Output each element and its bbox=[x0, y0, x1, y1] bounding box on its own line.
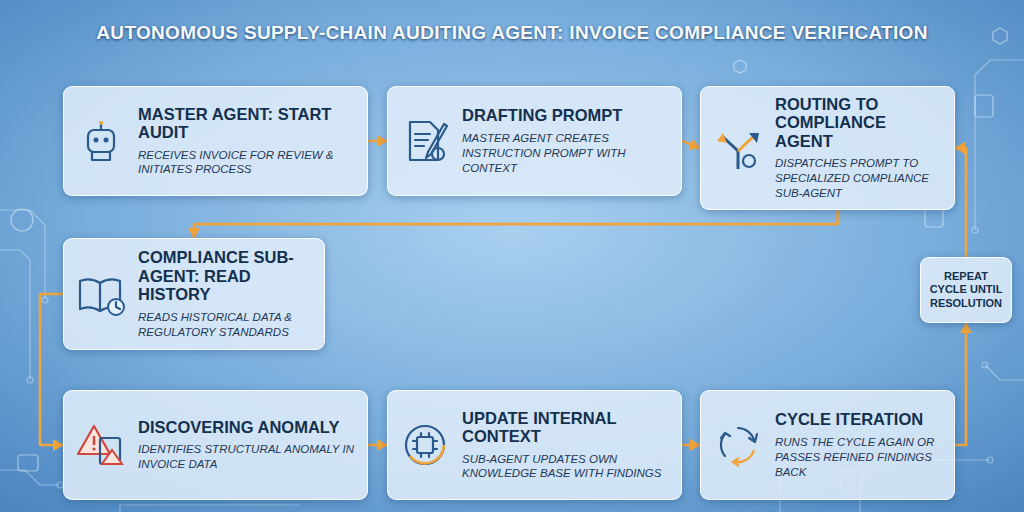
process-box: COMPLIANCE SUB-AGENT: READ HISTORY READS … bbox=[63, 238, 325, 350]
step-description: MASTER AGENT CREATES INSTRUCTION PROMPT … bbox=[462, 131, 669, 176]
process-box: UPDATE INTERNAL CONTEXT SUB-AGENT UPDATES… bbox=[387, 390, 682, 500]
step-icon bbox=[400, 116, 450, 166]
process-box: MASTER AGENT: START AUDIT RECEIVES INVOIC… bbox=[63, 86, 368, 196]
flow-arrow bbox=[682, 141, 700, 148]
step-description: RUNS THE CYCLE AGAIN OR PASSES REFINED F… bbox=[775, 435, 942, 480]
step-description: RECEIVES INVOICE FOR REVIEW & INITIATES … bbox=[138, 148, 355, 178]
process-box: ROUTING TO COMPLIANCE AGENT DISPATCHES PR… bbox=[700, 86, 955, 210]
step-heading: DRAFTING PROMPT bbox=[462, 106, 669, 124]
step-icon bbox=[400, 420, 450, 470]
flow-arrow bbox=[368, 444, 387, 447]
step-description: SUB-AGENT UPDATES OWN KNOWLEDGE BASE WIT… bbox=[462, 452, 669, 482]
step-icon bbox=[76, 269, 126, 319]
circuit-decoration bbox=[0, 60, 1024, 512]
flow-arrow bbox=[955, 148, 966, 257]
step-heading: DISCOVERING ANOMALY bbox=[138, 418, 355, 436]
diagram-title: AUTONOMOUS SUPPLY-CHAIN AUDITING AGENT: … bbox=[0, 22, 1024, 44]
process-box: DISCOVERING ANOMALY IDENTIFIES STRUCTURAL… bbox=[63, 390, 368, 500]
flow-arrow bbox=[368, 140, 387, 143]
flow-arrow bbox=[194, 210, 838, 238]
process-box: DRAFTING PROMPT MASTER AGENT CREATES INST… bbox=[387, 86, 682, 196]
step-icon bbox=[76, 116, 126, 166]
step-description: IDENTIFIES STRUCTURAL ANOMALY IN INVOICE… bbox=[138, 442, 355, 472]
step-heading: CYCLE ITERATION bbox=[775, 410, 942, 428]
step-icon bbox=[713, 420, 763, 470]
process-box: CYCLE ITERATION RUNS THE CYCLE AGAIN OR P… bbox=[700, 390, 955, 500]
flow-arrow bbox=[955, 323, 966, 445]
step-heading: COMPLIANCE SUB-AGENT: READ HISTORY bbox=[138, 248, 312, 303]
step-icon bbox=[713, 123, 763, 173]
step-heading: MASTER AGENT: START AUDIT bbox=[138, 105, 355, 142]
flow-arrow bbox=[40, 294, 63, 445]
step-heading: REPEAT CYCLE UNTIL RESOLUTION bbox=[926, 270, 1006, 310]
decor-icons bbox=[11, 28, 1007, 488]
step-heading: UPDATE INTERNAL CONTEXT bbox=[462, 409, 669, 446]
step-heading: ROUTING TO COMPLIANCE AGENT bbox=[775, 95, 942, 150]
flow-arrow bbox=[682, 444, 700, 447]
step-description: READS HISTORICAL DATA & REGULATORY STAND… bbox=[138, 310, 312, 340]
loop-note-box: REPEAT CYCLE UNTIL RESOLUTION bbox=[920, 257, 1012, 323]
step-icon bbox=[76, 420, 126, 470]
step-description: DISPATCHES PROMPT TO SPECIALIZED COMPLIA… bbox=[775, 156, 942, 201]
